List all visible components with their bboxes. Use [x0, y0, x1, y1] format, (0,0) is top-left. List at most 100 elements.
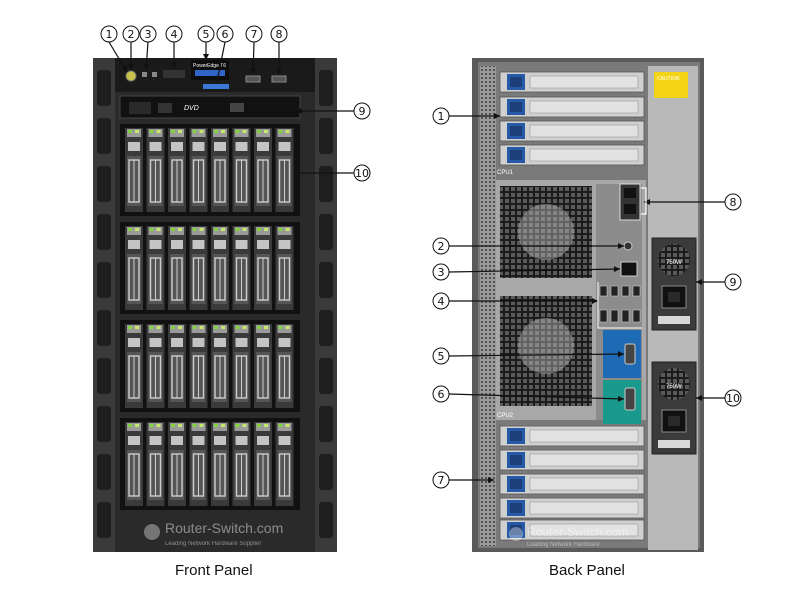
callout-number: 6 [222, 28, 229, 41]
callout-number: 2 [438, 240, 445, 253]
cpu2-label: CPU2 [497, 413, 514, 419]
model-label: PowerEdge T6 [193, 63, 226, 69]
status-led [142, 72, 147, 77]
hard-drive-carrier [254, 226, 272, 310]
callout-7: 7 [245, 25, 263, 75]
chassis-vent-strip [480, 66, 496, 546]
pcie-slot-lower-5 [499, 519, 645, 541]
power-supplies: 750W 750W [651, 237, 697, 455]
pcie-slots-lower [499, 425, 645, 541]
vga-connector [624, 343, 636, 365]
back-panel: CPU1 CAUTION 750W 750W CPU2 [472, 58, 704, 552]
callout-number: 4 [438, 295, 445, 308]
hard-drive-carrier [232, 226, 251, 310]
callout-number: 9 [359, 105, 366, 118]
callout-1: 1 [100, 25, 128, 73]
psu-wattage-label: 750W [666, 384, 682, 390]
hard-drive-carrier [168, 324, 186, 408]
hard-drive-carrier [232, 422, 251, 506]
hard-drive-carrier [189, 324, 208, 408]
pcie-slot-upper-4 [499, 144, 645, 166]
callout-10: 10 [294, 164, 371, 182]
callout-number: 3 [438, 266, 445, 279]
caution-text: CAUTION [657, 76, 680, 82]
callout-number: 8 [730, 196, 737, 209]
callout-number: 8 [276, 28, 283, 41]
system-id-button [623, 241, 633, 251]
watermark-brand: Router-Switch.com [527, 525, 628, 539]
id-button [152, 72, 157, 77]
lcd-screen [195, 70, 225, 76]
callout-number: 3 [145, 28, 152, 41]
callout-3: 3 [139, 25, 157, 71]
callout-number: 5 [438, 350, 445, 363]
front-panel: PowerEdge T6 DVD Router-Switch.com Leadi… [93, 58, 337, 552]
hard-drive-carrier [254, 324, 272, 408]
callout-2: 2 [122, 25, 140, 70]
callout-number: 4 [171, 28, 178, 41]
pcie-slot-lower-1 [499, 425, 645, 447]
callout-8: 8 [644, 193, 742, 211]
callout-7: 7 [432, 471, 494, 489]
hard-drive-carrier [254, 422, 272, 506]
front-panel-caption: Front Panel [175, 562, 253, 579]
callout-number: 1 [438, 110, 445, 123]
bezel-side-vents [97, 70, 333, 538]
hard-drive-carrier [125, 226, 143, 310]
hard-drive-carrier [146, 128, 165, 212]
hard-drive-carrier [189, 128, 208, 212]
callout-9: 9 [696, 273, 742, 291]
back-watermark: Router-Switch.com Leading Network Hardwa… [509, 525, 628, 548]
watermark-tagline: Leading Network Hardware [527, 542, 600, 548]
pcie-slots-upper [499, 71, 645, 166]
back-panel-caption: Back Panel [549, 562, 625, 579]
callout-number: 1 [106, 28, 113, 41]
pcie-slot-upper-3 [499, 120, 645, 142]
diagnostic-indicators [163, 70, 185, 78]
cpu1-label: CPU1 [497, 170, 514, 176]
hard-drive-carrier [146, 226, 165, 310]
hard-drive-carrier [125, 324, 143, 408]
hard-drive-carrier [232, 128, 251, 212]
power-supply-1: 750W [651, 237, 697, 331]
hard-drive-carrier [211, 422, 229, 506]
network-bracket [641, 187, 647, 215]
hard-drive-carrier [275, 422, 294, 506]
hard-drive-carrier [275, 128, 294, 212]
hard-drive-carrier [168, 226, 186, 310]
pcie-slot-lower-2 [499, 449, 645, 471]
fan-grill-upper [500, 186, 592, 278]
callout-3: 3 [432, 263, 621, 281]
optical-eject-button [230, 103, 244, 112]
hard-drive-carrier [275, 226, 294, 310]
hard-drive-carrier [189, 226, 208, 310]
dvd-logo: DVD [184, 105, 199, 112]
caution-label [654, 72, 688, 98]
lcd-menu-buttons [203, 84, 229, 89]
front-watermark: Router-Switch.com Leading Network Hardwa… [144, 520, 283, 547]
callout-number: 5 [203, 28, 210, 41]
callout-number: 10 [726, 392, 740, 405]
usb-ports-rear [599, 285, 641, 323]
hard-drive-carrier [211, 324, 229, 408]
hard-drive-carrier [168, 422, 186, 506]
power-button-icon [125, 70, 137, 82]
hard-drive-carrier [211, 226, 229, 310]
power-supply-2: 750W [651, 361, 697, 455]
callout-8: 8 [270, 25, 288, 74]
pcie-slot-lower-4 [499, 497, 645, 519]
callout-4: 4 [432, 292, 598, 310]
callout-number: 7 [251, 28, 258, 41]
callout-6: 6 [215, 25, 234, 83]
hard-drive-carrier [189, 422, 208, 506]
callout-number: 6 [438, 388, 445, 401]
hard-drive-carrier [125, 422, 143, 506]
callout-number: 9 [730, 276, 737, 289]
callout-5: 5 [197, 25, 215, 60]
callout-6: 6 [432, 385, 625, 403]
callout-9: 9 [296, 102, 371, 120]
watermark-brand: Router-Switch.com [165, 520, 283, 536]
usb-bracket [597, 282, 642, 329]
